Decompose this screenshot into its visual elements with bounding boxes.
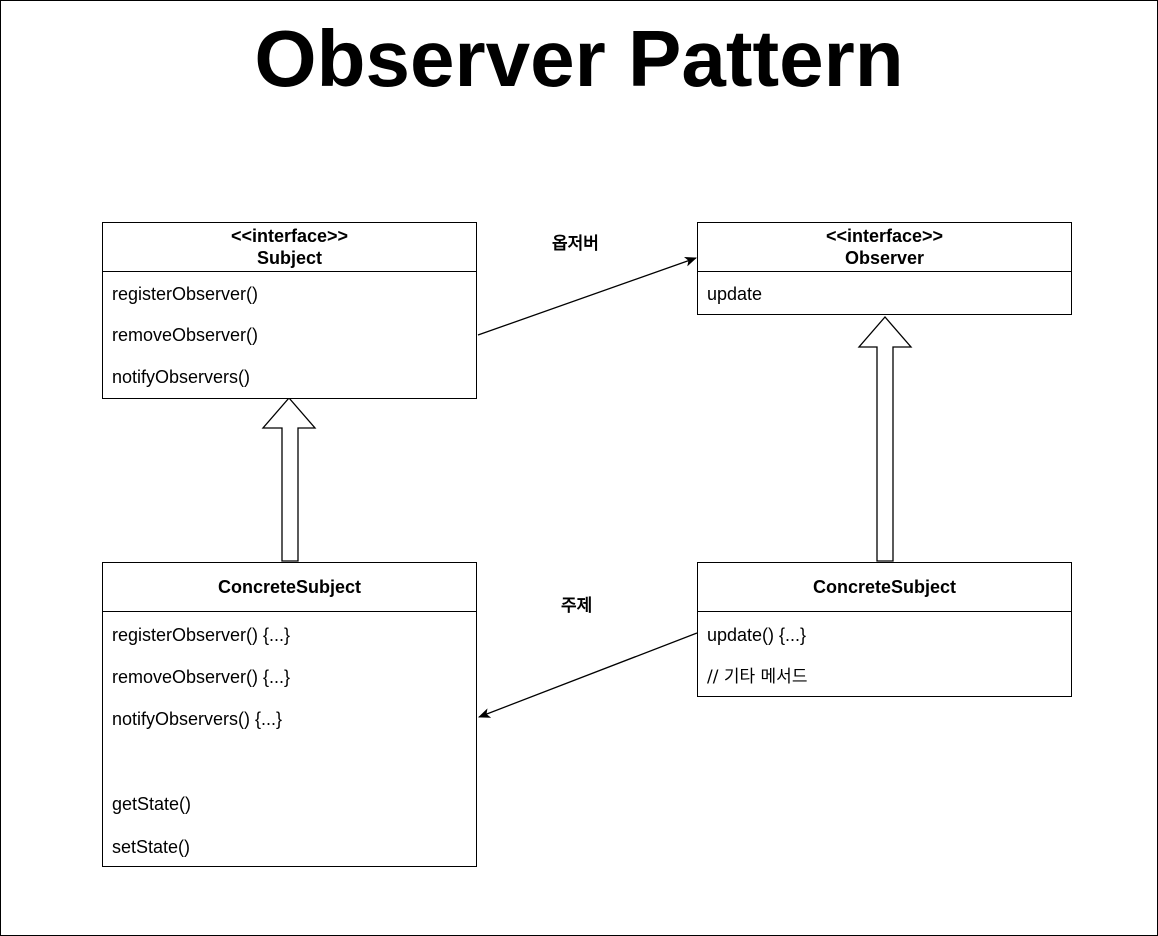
realization-arrow-concrete-observer — [857, 316, 913, 562]
class-name: Subject — [256, 248, 322, 268]
class-header: ConcreteSubject — [698, 563, 1071, 612]
class-concrete-subject[interactable]: ConcreteSubject registerObserver() {...}… — [102, 562, 477, 867]
class-name: Observer — [844, 248, 925, 268]
method-item: notifyObservers() — [112, 367, 251, 387]
method-item: // 기타 메서드 — [707, 667, 808, 687]
stereotype-label: <<interface>> — [825, 226, 944, 246]
class-name: ConcreteSubject — [217, 577, 362, 597]
realization-arrow-concrete-subject — [261, 397, 317, 562]
stereotype-label: <<interface>> — [230, 226, 349, 246]
method-item: update() {...} — [707, 625, 807, 645]
class-observer[interactable]: <<interface>> Observer update — [697, 222, 1072, 315]
class-header: ConcreteSubject — [103, 563, 476, 612]
method-item: update — [707, 284, 763, 304]
method-item: registerObserver() {...} — [112, 625, 291, 645]
method-item: removeObserver() — [112, 325, 259, 345]
class-concrete-observer[interactable]: ConcreteSubject update() {...} // 기타 메서드 — [697, 562, 1072, 697]
association-arrow-subject-observer — [477, 256, 697, 336]
method-item: registerObserver() — [112, 284, 259, 304]
class-subject[interactable]: <<interface>> Subject registerObserver()… — [102, 222, 477, 399]
edge-label-subject: 주제 — [561, 596, 593, 616]
method-item: setState() — [112, 837, 191, 857]
method-item: removeObserver() {...} — [112, 667, 291, 687]
diagram-title: Observer Pattern — [254, 14, 904, 103]
association-arrow-observer-subject — [478, 632, 698, 718]
class-header: <<interface>> Observer — [698, 223, 1071, 272]
class-header: <<interface>> Subject — [103, 223, 476, 272]
edge-label-observer: 옵저버 — [552, 234, 599, 254]
class-name: ConcreteSubject — [812, 577, 957, 597]
method-item: notifyObservers() {...} — [112, 709, 283, 729]
method-item: getState() — [112, 794, 192, 814]
